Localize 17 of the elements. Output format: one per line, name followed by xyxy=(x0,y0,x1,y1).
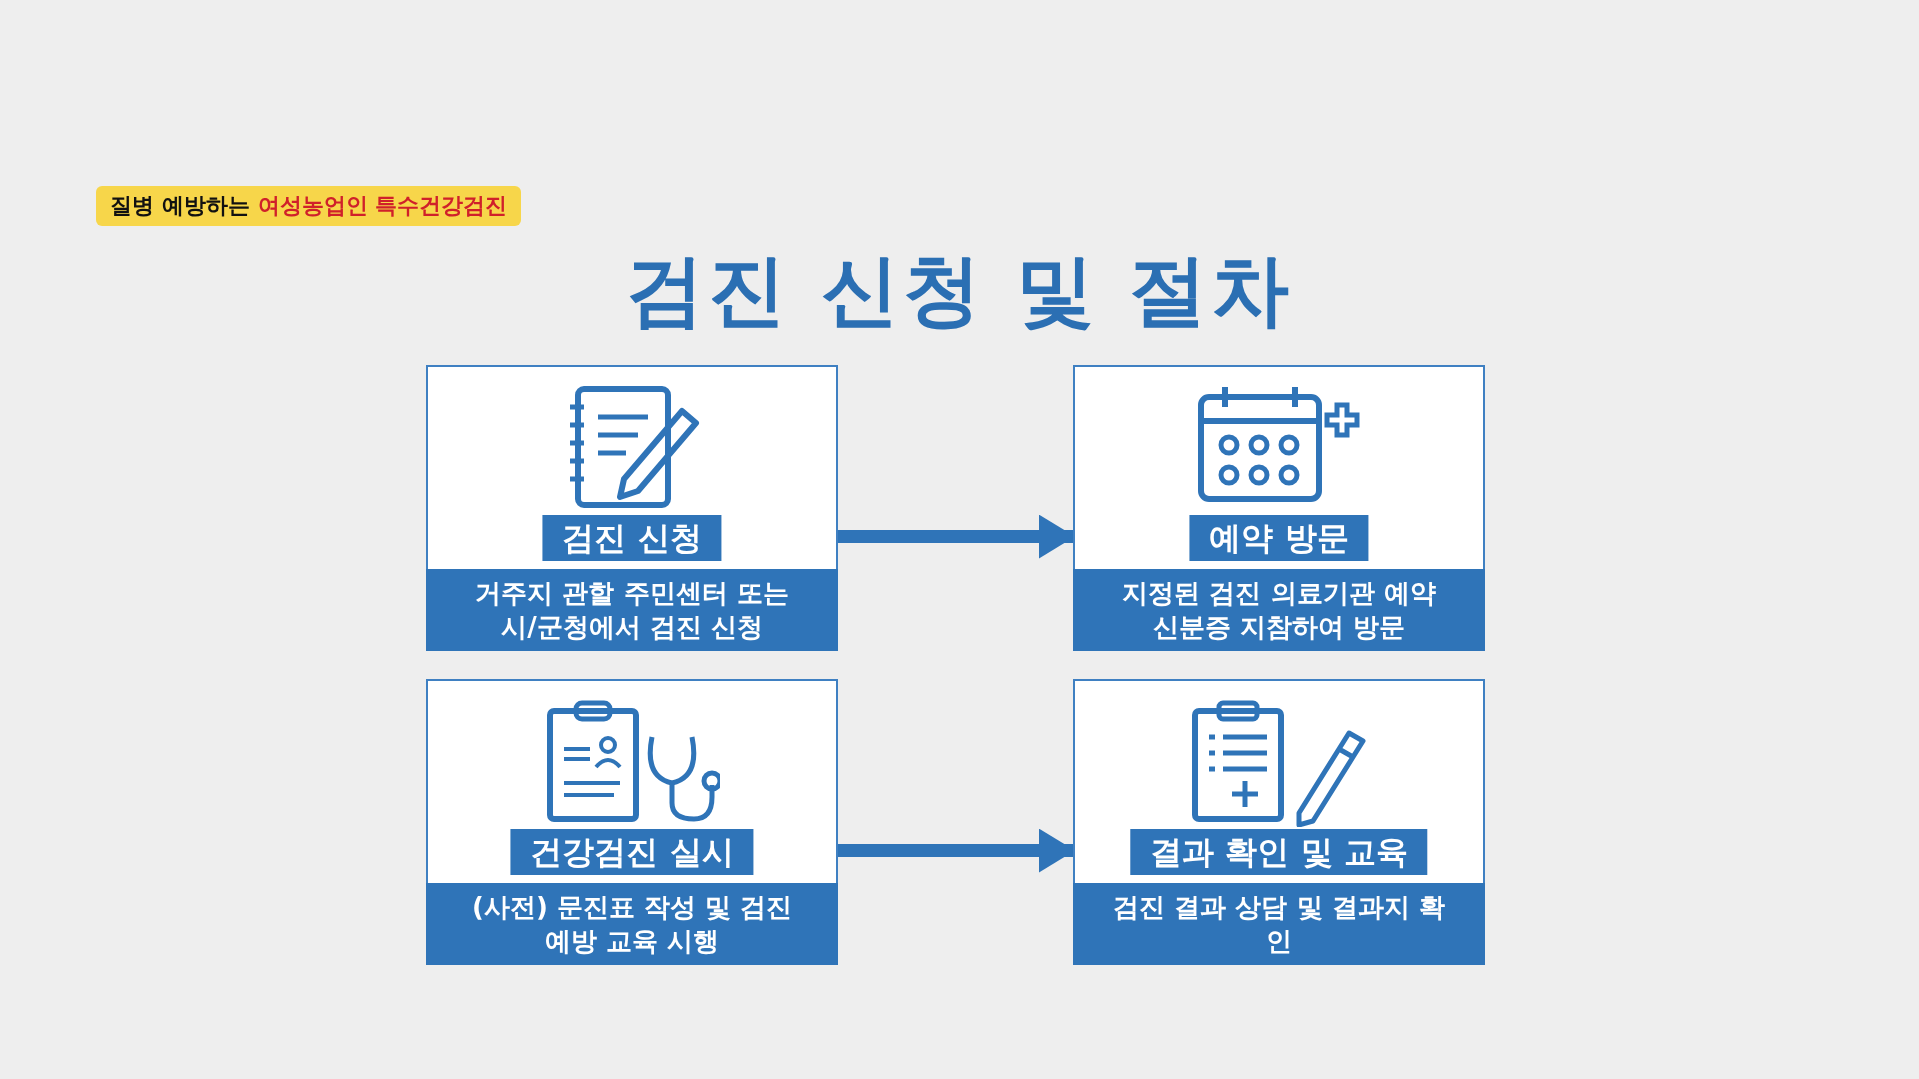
step-title: 건강검진 실시 xyxy=(510,829,754,875)
arrow xyxy=(838,514,1075,559)
step-card xyxy=(426,365,838,651)
step-card xyxy=(426,679,838,965)
banner-text: 여성농업인 특수건강검진 xyxy=(257,192,508,220)
step-card xyxy=(1073,365,1485,651)
diagram-title: 검진 신청 및 절차 xyxy=(624,245,1295,335)
banner-text: 질병 예방하는 xyxy=(110,192,250,220)
step-description: 거주지 관할 주민센터 또는 시/군청에서 검진 신청 xyxy=(426,569,838,651)
step-description: (사전) 문진표 작성 및 검진 예방 교육 시행 xyxy=(426,883,838,965)
step-description: 지정된 검진 의료기관 예약 신분증 지참하여 방문 xyxy=(1073,569,1485,651)
arrow xyxy=(838,828,1075,873)
step-title: 검진 신청 xyxy=(542,515,722,561)
step-title: 결과 확인 및 교육 xyxy=(1130,829,1428,875)
step-card xyxy=(1073,679,1485,965)
step-description: 검진 결과 상담 및 결과지 확인 xyxy=(1073,883,1485,965)
step-title: 예약 방문 xyxy=(1189,515,1369,561)
